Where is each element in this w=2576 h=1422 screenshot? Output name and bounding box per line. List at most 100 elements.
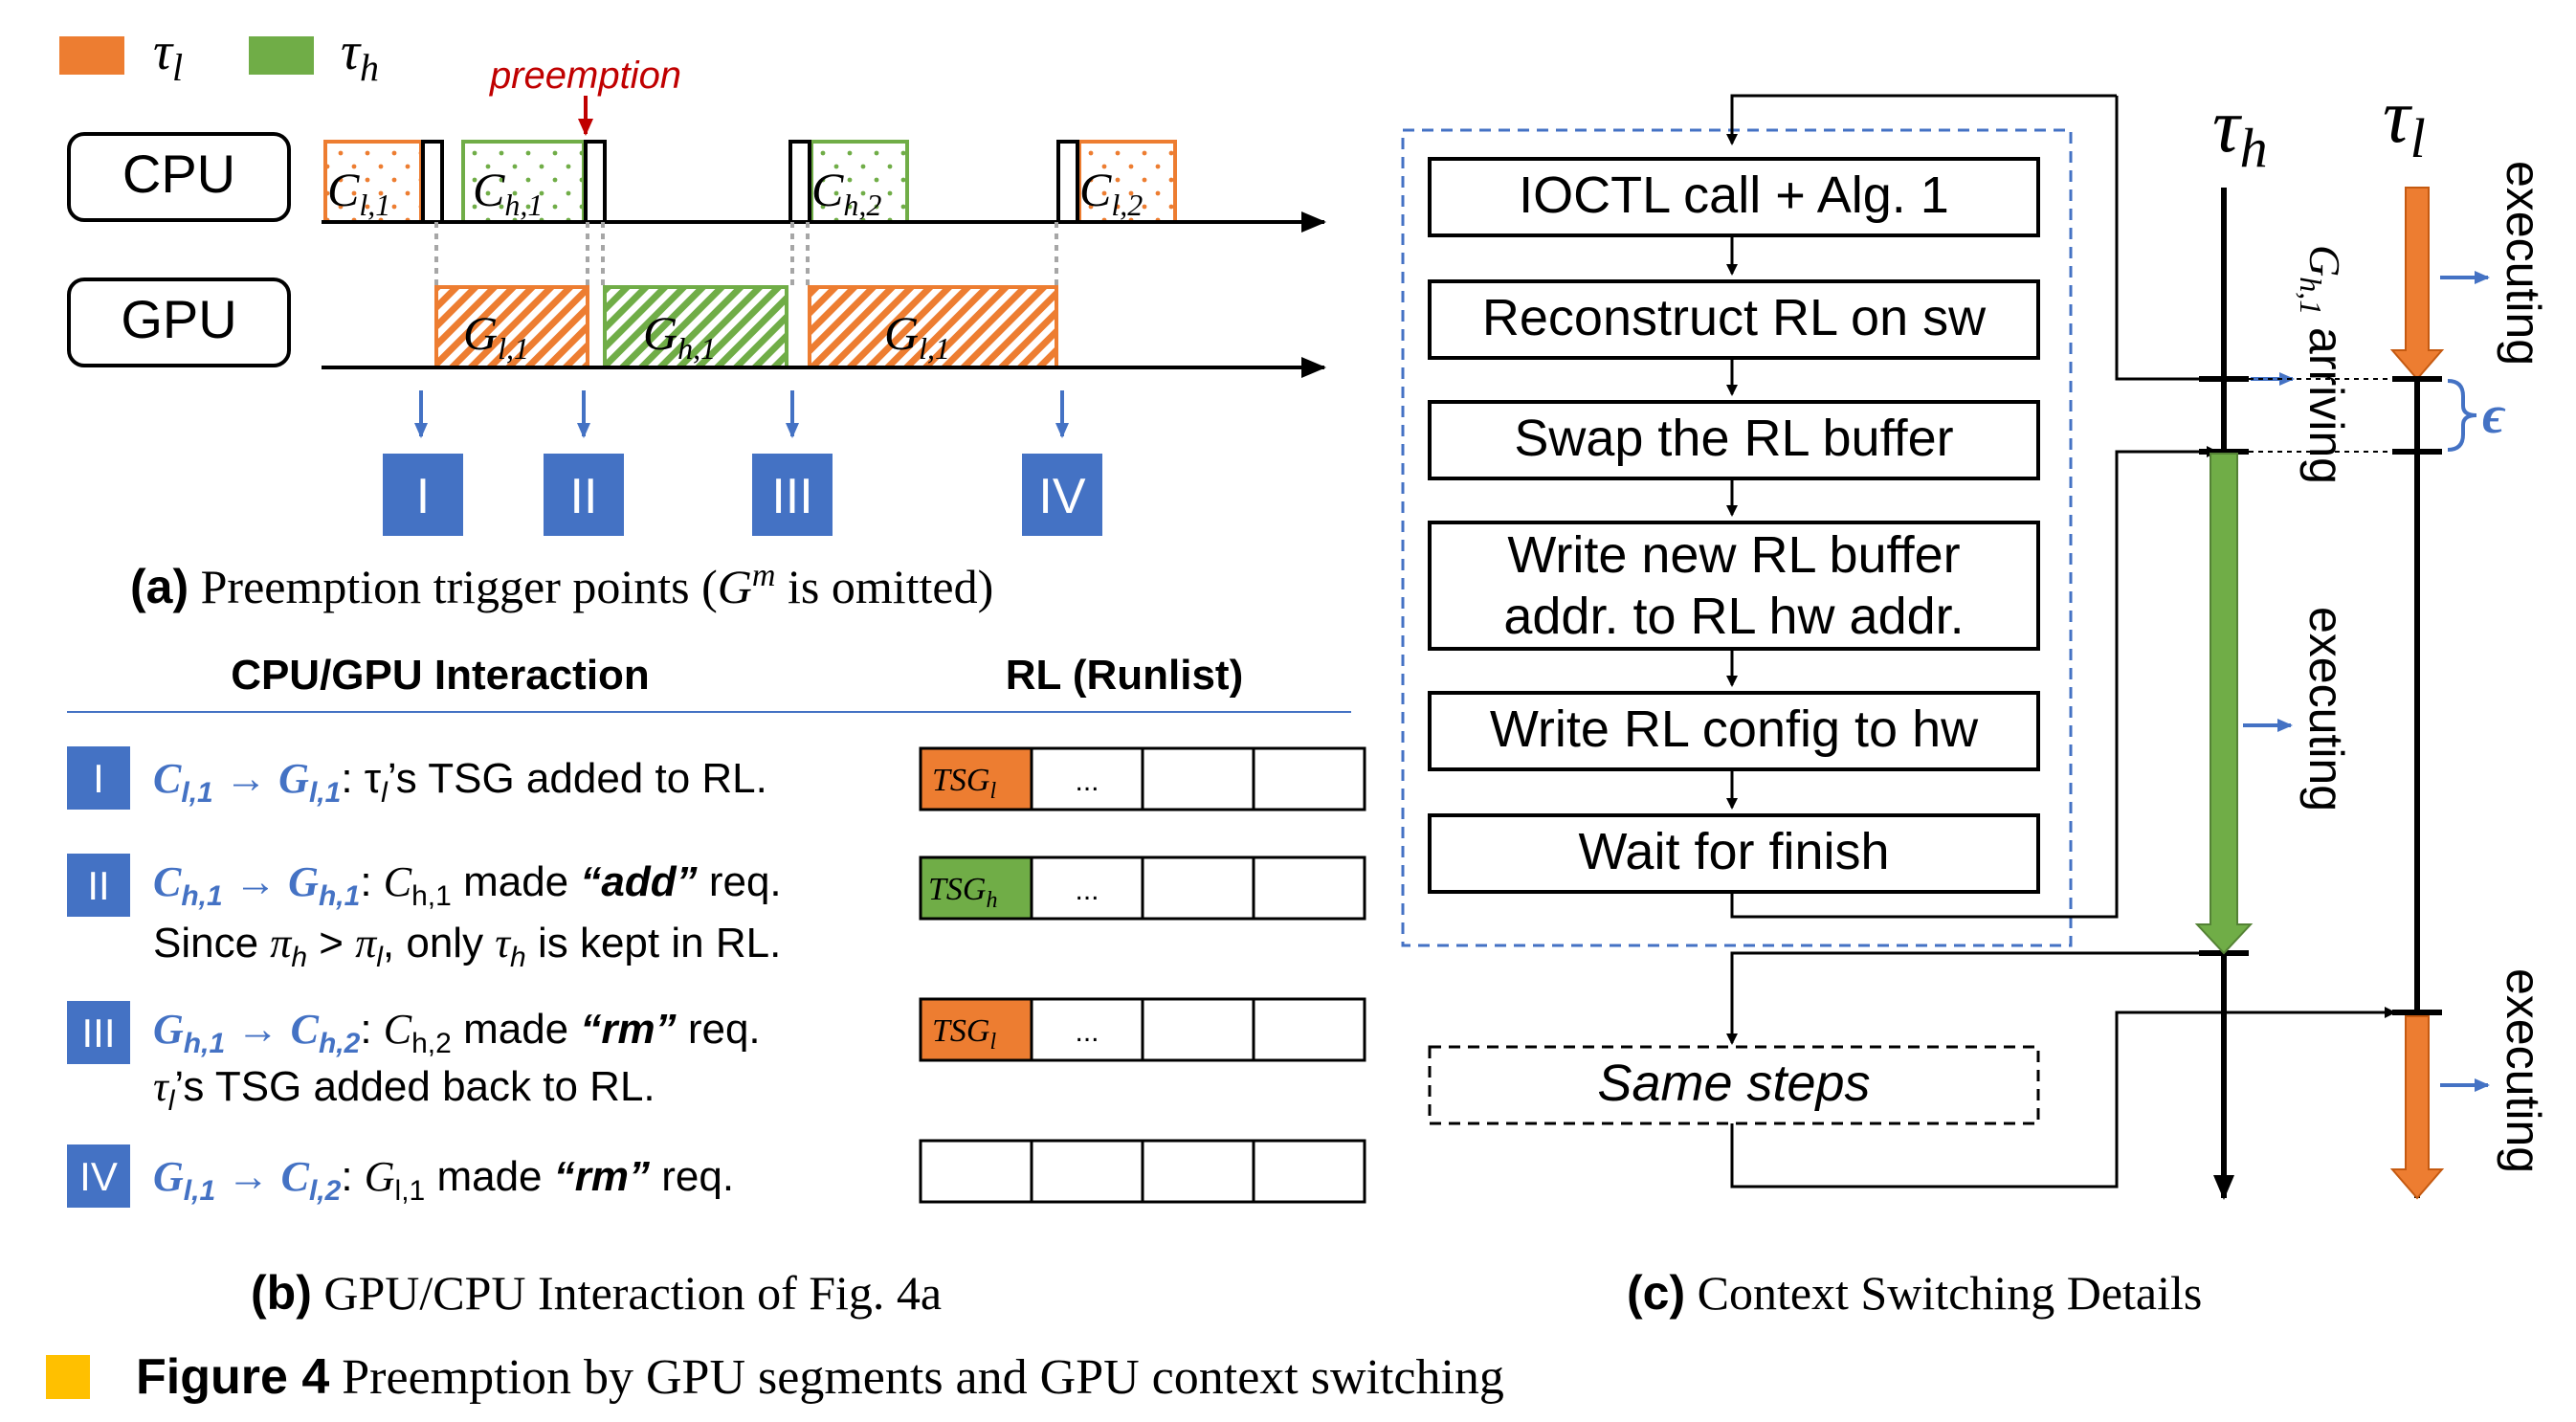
figure-caption-text: Figure 4 Preemption by GPU segments and … (136, 1349, 1504, 1405)
table-header-interaction: CPU/GPU Interaction (231, 652, 650, 699)
row-badge-3 (67, 1001, 130, 1064)
same-steps-box (1428, 1045, 2040, 1125)
row-text-2: Ch,1 → Gh,1: Ch,1 made “add” req. (153, 858, 782, 912)
cpu-segment-ch2-label: Ch,2 (811, 163, 881, 222)
trigger-label-3: III (771, 469, 812, 524)
cpu-gpu-dotted-connectors (434, 222, 1058, 287)
row-text-3: Gh,1 → Ch,2: Ch,2 made “rm” req. (153, 1006, 761, 1059)
cpu-switch-block-2 (584, 140, 607, 224)
runlist-ellipsis-3: ... (1075, 1016, 1099, 1048)
row-text-4: Gl,1 → Cl,2: Gl,1 made “rm” req. (153, 1153, 734, 1207)
runlist-row-4 (919, 1139, 1366, 1204)
step-label-4b: addr. to RL hw addr. (1503, 588, 1964, 645)
panel-b: CPU/GPU Interaction RL (Runlist) I Cl,1 … (67, 652, 1366, 1320)
cpu-segment-cl1-label: Cl,1 (327, 163, 390, 222)
gpu-label-box (67, 278, 291, 367)
cpu-switch-block-3 (788, 140, 811, 224)
cpu-label: CPU (122, 144, 235, 204)
step-box-5 (1428, 691, 2040, 771)
step-box-6 (1428, 813, 2040, 894)
trigger-box-3 (752, 454, 833, 536)
runlist-entry-1: TSGl (932, 763, 996, 804)
legend: τl τh (59, 22, 379, 89)
step-label-1: IOCTL call + Alg. 1 (1519, 167, 1949, 224)
row-badge-2 (67, 854, 130, 917)
tau-h-executing-label: executing (2299, 607, 2353, 811)
routine-entry-line (1726, 94, 2117, 145)
cpu-segment-ch2 (810, 140, 909, 224)
trigger-box-4 (1022, 454, 1102, 536)
legend-label-low: τl (153, 22, 183, 89)
step-label-4a: Write new RL buffer (1507, 526, 1960, 584)
row-badge-label-3: III (81, 1011, 115, 1055)
trigger-box-2 (544, 454, 624, 536)
caption-b: (b) GPU/CPU Interaction of Fig. 4a (251, 1266, 942, 1320)
same-steps-exit-line (1730, 1007, 2396, 1189)
table-header-runlist: RL (Runlist) (1006, 652, 1244, 699)
step-label-5: Write RL config to hw (1490, 700, 1979, 758)
legend-swatch-high (249, 36, 314, 75)
same-steps-label: Same steps (1597, 1055, 1870, 1112)
gpu-segment-gh1-label: Gh,1 (643, 306, 716, 366)
legend-swatch-low (59, 36, 124, 75)
tau-l-executing-label-bottom: executing (2497, 968, 2550, 1173)
tau-h-executing-bar (2194, 453, 2254, 955)
tau-l-executing-bar-top (2389, 187, 2445, 381)
tau-l-heading: τl (2383, 75, 2426, 169)
row-badge-label-2: II (87, 863, 109, 908)
row-text-1: Cl,1 → Gl,1: τl’s TSG added to RL. (153, 755, 767, 809)
step-label-2: Reconstruct RL on sw (1482, 289, 1987, 346)
step-box-3 (1428, 400, 2040, 480)
row-badge-label-1: I (93, 756, 104, 801)
figure-caption: Figure 4 Preemption by GPU segments and … (46, 1349, 1504, 1405)
step-label-6: Wait for finish (1578, 823, 1889, 880)
epsilon-label: ϵ (2482, 386, 2506, 445)
runlist-entry-2: TSGh (928, 872, 997, 913)
legend-label-high: τh (341, 22, 379, 89)
gpu-label: GPU (121, 289, 236, 349)
row-text-2b: Since πh > πl, only τh is kept in RL. (153, 920, 781, 973)
runlist-row-3: TSGl ... (919, 997, 1366, 1062)
context-switch-routine-box (1401, 128, 2073, 947)
preemption-label: preemption (489, 55, 681, 97)
figure-caption-marker (46, 1355, 90, 1399)
trigger-label-4: IV (1038, 469, 1085, 524)
panel-c: IOCTL call + Alg. 1 Reconstruct RL on sw… (1401, 75, 2550, 1320)
step-box-4 (1428, 521, 2040, 651)
row-badge-label-4: IV (79, 1154, 118, 1199)
runlist-row-1: TSGl ... (919, 746, 1366, 811)
cpu-switch-block-1 (421, 140, 444, 224)
arrival-connector (2115, 96, 2216, 381)
gpu-segment-gl1-label: Gl,1 (463, 306, 529, 366)
caption-c: (c) Context Switching Details (1627, 1266, 2202, 1320)
row-badge-1 (67, 746, 130, 810)
cpu-segment-ch1-label: Ch,1 (473, 163, 543, 222)
runlist-ellipsis-2: ... (1075, 875, 1099, 906)
step-box-1 (1428, 157, 2040, 237)
row-text-3b: τl’s TSG added back to RL. (153, 1063, 655, 1117)
runlist-row-2: TSGh ... (919, 855, 1366, 921)
cpu-segment-cl2-label: Cl,2 (1079, 163, 1143, 222)
step-box-2 (1428, 279, 2040, 360)
epsilon-brace (2447, 379, 2477, 452)
step-label-3: Swap the RL buffer (1514, 410, 1953, 467)
runlist-ellipsis-1: ... (1075, 766, 1099, 797)
trigger-box-1 (383, 454, 463, 536)
caption-a: (a) Preemption trigger points (Gm is omi… (130, 558, 993, 613)
tau-l-executing-bar-bottom (2389, 1015, 2445, 1200)
cpu-switch-block-4 (1056, 140, 1079, 224)
tau-h-heading: τh (2212, 84, 2268, 179)
cpu-label-box (67, 132, 291, 222)
panel-a: CPU GPU preemption Cl,1 Ch,1 Ch,2 Cl,2 G… (67, 55, 1326, 613)
trigger-label-1: I (416, 469, 430, 524)
gpu-segment-gl1-resumed-label: Gl,1 (884, 306, 950, 366)
runlist-entry-3: TSGl (932, 1013, 996, 1055)
tau-l-executing-label-top: executing (2497, 161, 2550, 366)
epsilon-gap: ϵ (2249, 378, 2506, 453)
trigger-label-2: II (570, 469, 598, 524)
gh1-arriving-label: Gh,1 arriving (2294, 245, 2353, 484)
same-steps-entry-line (1726, 951, 2222, 1045)
row-badge-4 (67, 1144, 130, 1208)
finish-connector (1730, 446, 2218, 919)
